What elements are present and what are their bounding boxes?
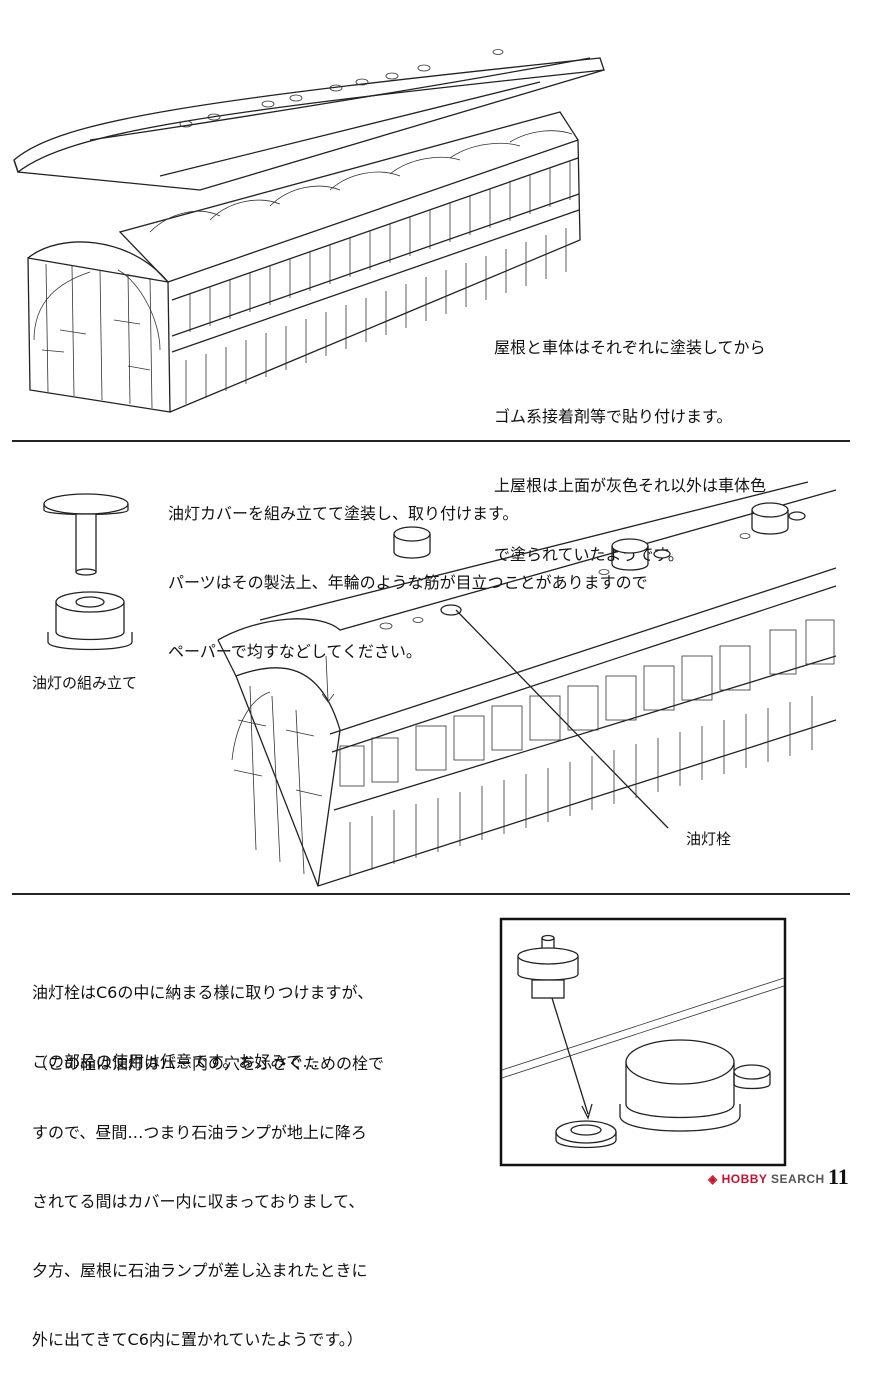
lamp-covers xyxy=(379,502,806,630)
instruction-line: この部品の使用は任意です。お好みで… xyxy=(32,1052,319,1071)
oil-lamp-assembly-illustration xyxy=(43,493,133,651)
coach-windows xyxy=(339,619,835,787)
oil-lamp-assembly-label: 油灯の組み立て xyxy=(32,674,138,692)
instruction-line: 油灯栓はC6の中に納まる様に取りつけますが、 xyxy=(32,983,374,1002)
body-windows xyxy=(185,161,571,404)
roof-body-instructions: 屋根と車体はそれぞれに塗装してから ゴム系接着剤等で貼り付けます。 上屋根は上面… xyxy=(494,290,766,612)
roof-fittings xyxy=(179,49,504,128)
instruction-line: 上屋根は上面が灰色それ以外は車体色 xyxy=(494,476,767,495)
coach-roof-illustration xyxy=(217,481,837,887)
note-line: 夕方、屋根に石油ランプが差し込まれたときに xyxy=(32,1261,368,1280)
plug-instructions: 油灯栓はC6の中に納まる様に取りつけますが、 この部品の使用は任意です。お好みで… xyxy=(32,935,373,1119)
page-number: 11 xyxy=(828,1164,849,1189)
instruction-line: 屋根と車体はそれぞれに塗装してから xyxy=(494,338,766,357)
instruction-line: 油灯カバーを組み立てて塗装し、取り付けます。 xyxy=(168,504,519,523)
section-divider xyxy=(12,440,850,442)
instruction-line: ゴム系接着剤等で貼り付けます。 xyxy=(494,407,733,426)
section-divider xyxy=(12,893,850,895)
note-line: （この栓は油灯カバー内の穴をふさぐための栓で xyxy=(32,1054,385,1073)
note-line: されてる間はカバー内に収まっておりまして、 xyxy=(32,1192,365,1211)
plug-note: （この栓は油灯カバー内の穴をふさぐための栓で すので、昼間…つまり石油ランプが地… xyxy=(32,1006,384,1397)
plug-detail-illustration xyxy=(499,917,787,1167)
oil-lamp-plug-label: 油灯栓 xyxy=(686,830,732,848)
note-line: 外に出てきてC6内に置かれていたようです。） xyxy=(32,1330,363,1349)
note-line: すので、昼間…つまり石油ランプが地上に降ろ xyxy=(32,1123,367,1142)
hobby-search-watermark: ◈ HOBBY SEARCH xyxy=(708,1172,825,1186)
watermark-logo-icon: ◈ xyxy=(708,1172,722,1186)
plug-leader-line xyxy=(455,609,669,829)
roof-body-illustration xyxy=(13,49,605,413)
instruction-line: ペーパーで均すなどしてください。 xyxy=(168,642,422,661)
